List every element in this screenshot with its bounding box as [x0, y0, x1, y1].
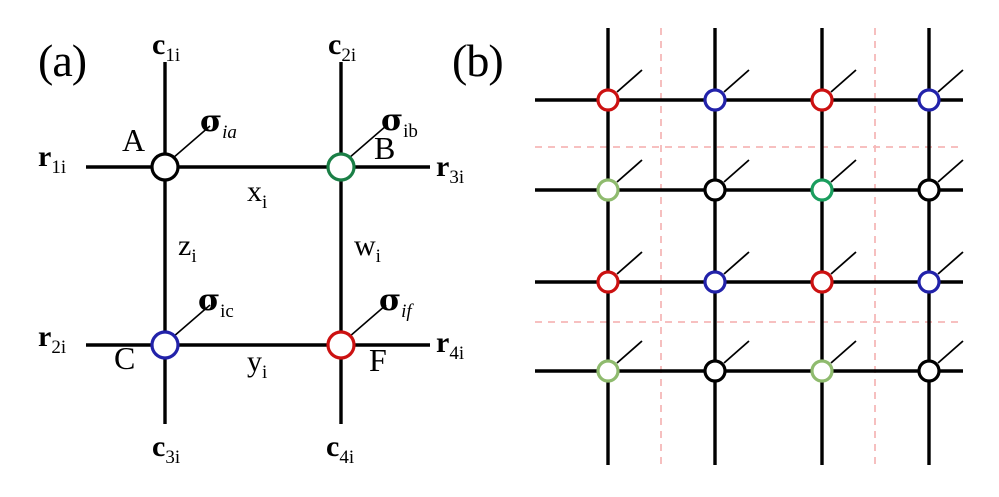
r1i-sym: r — [38, 140, 52, 173]
edge-x-sym: x — [247, 175, 262, 208]
lattice-tick-r2c2 — [830, 251, 857, 275]
node-circle-B[interactable] — [326, 152, 356, 182]
lattice-tick-r1c3 — [937, 159, 964, 183]
edge-x-sub: i — [262, 192, 268, 213]
c4i-sub: 4i — [339, 447, 355, 468]
node-circle-F[interactable] — [326, 330, 356, 360]
sigma-ic-label: σic — [198, 283, 234, 323]
edge-label-w: wi — [354, 229, 381, 268]
node-label-F: F — [369, 342, 387, 378]
r2i-sym: r — [38, 320, 52, 353]
c3i-sub: 3i — [165, 447, 181, 468]
node-circle-C[interactable] — [150, 330, 180, 360]
node-circle-A[interactable] — [150, 152, 180, 182]
edge-w-sub: i — [375, 246, 381, 267]
c1i-sym: c — [152, 28, 166, 61]
lattice-node-r0c3[interactable] — [917, 88, 941, 112]
lattice-node-r1c0[interactable] — [596, 178, 620, 202]
sigma-glyph: σ — [381, 103, 404, 138]
panel-a-tag: (a) — [38, 35, 87, 86]
panel-b-tag: (b) — [452, 35, 504, 86]
sigma-leader-0 — [172, 125, 211, 159]
sigma-leader-1 — [348, 125, 387, 159]
lattice-tick-r0c0 — [616, 69, 643, 93]
lattice-node-r2c2[interactable] — [810, 270, 834, 294]
sigma-ib-label: σib — [381, 103, 418, 143]
sigma-ib-sub: ib — [403, 121, 418, 142]
sigma-if-sub: if — [401, 301, 412, 322]
lattice-node-r3c2[interactable] — [810, 359, 834, 383]
terminal-label-c1i: c1i — [152, 28, 180, 67]
edge-z-sym: z — [178, 229, 192, 262]
edge-w-sym: w — [354, 229, 376, 262]
edge-y-sym: y — [247, 345, 262, 378]
lattice-node-r1c3[interactable] — [917, 178, 941, 202]
lattice-tick-r1c1 — [723, 159, 750, 183]
node-label-B: B — [374, 130, 396, 166]
sigma-ic-sub: ic — [220, 301, 234, 322]
lattice-node-r0c1[interactable] — [703, 88, 727, 112]
edge-label-x: xi — [247, 175, 267, 214]
lattice-node-r1c2[interactable] — [810, 178, 834, 202]
lattice-node-r3c0[interactable] — [596, 359, 620, 383]
sigma-ia-sub: ia — [222, 122, 237, 143]
sigma-glyph: σ — [198, 283, 221, 318]
lattice-tick-r3c3 — [937, 340, 964, 364]
terminal-label-r4i: r4i — [436, 326, 464, 365]
terminal-label-r2i: r2i — [38, 320, 66, 359]
r4i-sym: r — [436, 326, 450, 359]
lattice-node-r3c1[interactable] — [703, 359, 727, 383]
terminal-label-c4i: c4i — [326, 430, 354, 469]
lattice-node-r0c2[interactable] — [810, 88, 834, 112]
c2i-sub: 2i — [341, 45, 357, 66]
lattice-tick-r0c2 — [830, 69, 857, 93]
lattice-node-r3c3[interactable] — [917, 359, 941, 383]
node-label-A: A — [122, 122, 146, 158]
c3i-sym: c — [152, 430, 166, 463]
lattice-tick-r0c3 — [937, 69, 964, 93]
edge-label-y: yi — [247, 345, 267, 384]
lattice-tick-r1c0 — [616, 159, 643, 183]
lattice-tick-r0c1 — [723, 69, 750, 93]
lattice-tick-r3c0 — [616, 340, 643, 364]
sigma-leader-3 — [348, 304, 387, 338]
r3i-sym: r — [436, 150, 450, 183]
lattice-node-r1c1[interactable] — [703, 178, 727, 202]
lattice-node-r2c3[interactable] — [917, 270, 941, 294]
edge-label-z: zi — [178, 229, 197, 268]
edge-y-sub: i — [262, 362, 268, 383]
sigma-if-label: σif — [379, 283, 412, 323]
terminal-label-c3i: c3i — [152, 430, 180, 469]
r4i-sub: 4i — [449, 343, 465, 364]
lattice-tick-r1c2 — [830, 159, 857, 183]
sigma-ia-label: σia — [200, 104, 237, 144]
sigma-glyph: σ — [379, 283, 402, 318]
lattice-tick-r2c1 — [723, 251, 750, 275]
c2i-sym: c — [328, 28, 342, 61]
r3i-sub: 3i — [449, 167, 465, 188]
sigma-glyph: σ — [200, 104, 223, 139]
c1i-sub: 1i — [165, 45, 181, 66]
r2i-sub: 2i — [51, 337, 67, 358]
lattice-tick-r3c2 — [830, 340, 857, 364]
lattice-tick-r2c0 — [616, 251, 643, 275]
lattice-node-r0c0[interactable] — [596, 88, 620, 112]
r1i-sub: 1i — [51, 157, 67, 178]
node-label-C: C — [114, 340, 136, 376]
sigma-leader-2 — [172, 304, 211, 338]
c4i-sym: c — [326, 430, 340, 463]
terminal-label-r3i: r3i — [436, 150, 464, 189]
lattice-node-r2c0[interactable] — [596, 270, 620, 294]
lattice-tick-r3c1 — [723, 340, 750, 364]
edge-z-sub: i — [191, 246, 197, 267]
lattice-node-r2c1[interactable] — [703, 270, 727, 294]
terminal-label-r1i: r1i — [38, 140, 66, 179]
lattice-tick-r2c3 — [937, 251, 964, 275]
terminal-label-c2i: c2i — [328, 28, 356, 67]
